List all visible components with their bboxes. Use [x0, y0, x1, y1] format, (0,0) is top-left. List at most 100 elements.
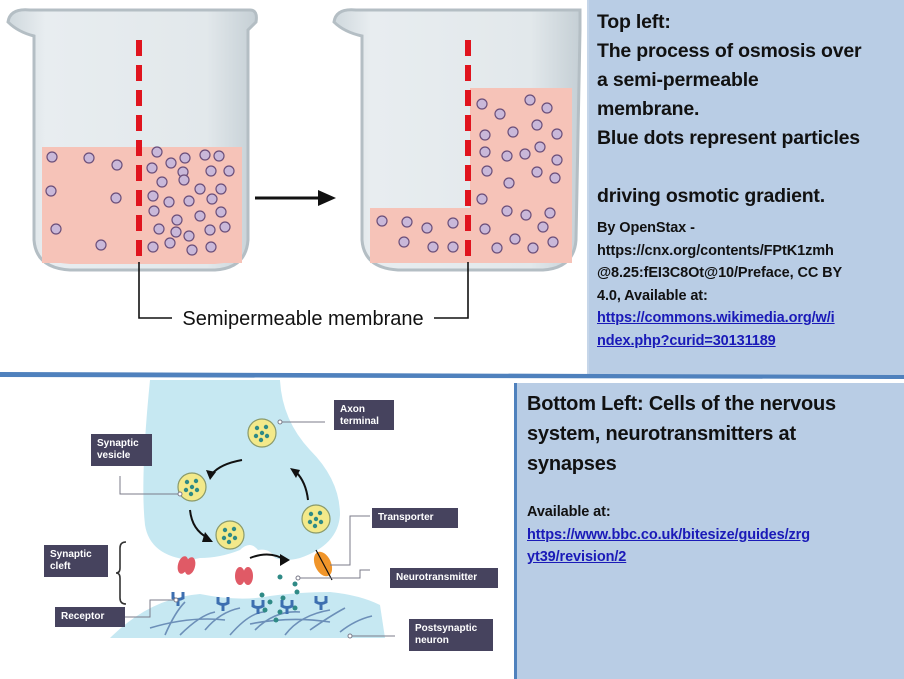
particle [183, 230, 195, 242]
caption-line: Blue dots represent particles [597, 127, 860, 149]
particle [447, 217, 459, 229]
vesicle-dot [221, 535, 227, 541]
particle [376, 215, 388, 227]
bbc-link[interactable]: https://www.bbc.co.uk/bitesize/guides/zr… [527, 524, 894, 569]
dendrite-line [164, 601, 186, 636]
particle [215, 183, 227, 195]
dendrite-line [254, 611, 301, 631]
membrane-callout: Semipermeable membrane [138, 262, 469, 330]
particle [534, 141, 546, 153]
neurotransmitter-dot [277, 574, 283, 580]
membrane-segment [136, 40, 142, 56]
osmosis-diagram: Semipermeable membrane [6, 8, 582, 330]
particle [524, 94, 536, 106]
caption-line: system, neurotransmitters at [527, 423, 796, 445]
neurotransmitter-dot [262, 607, 268, 613]
particle [46, 151, 58, 163]
leader-lines [118, 421, 395, 637]
vesicle-dot [188, 491, 194, 497]
particle [153, 223, 165, 235]
particle [45, 185, 57, 197]
particle [494, 108, 506, 120]
solution-after-left [370, 208, 470, 263]
receptor-icon [314, 596, 328, 610]
particle [531, 119, 543, 131]
particle [111, 159, 123, 171]
neurotransmitter-dot [277, 609, 283, 615]
caption-line: Bottom Left: Cells of the nervous [527, 393, 836, 415]
label-text: Synaptic [97, 438, 139, 449]
label-receptor: Receptor [55, 607, 125, 627]
vesicle-dot [226, 539, 232, 545]
vesicle-dot [227, 532, 233, 538]
particle [447, 241, 459, 253]
particle [194, 183, 206, 195]
membrane-segment [465, 140, 471, 156]
label-text: vesicle [97, 450, 131, 461]
vesicle-dot [232, 535, 238, 541]
membrane-segment [465, 215, 471, 231]
particle [205, 165, 217, 177]
particle [501, 205, 513, 217]
vesicle-dot [264, 433, 270, 439]
membrane-after [465, 40, 471, 256]
link-line[interactable]: https://www.bbc.co.uk/bitesize/guides/zr… [527, 526, 810, 543]
membrane-segment [465, 65, 471, 81]
label-postsynaptic-neuron: Postsynaptic neuron [409, 619, 493, 651]
vesicle-dot [231, 526, 237, 532]
label-text: neuron [415, 635, 449, 646]
particle [156, 176, 168, 188]
vesicle-dot [189, 484, 195, 490]
particle [183, 195, 195, 207]
particle [479, 146, 491, 158]
membrane-segment [136, 115, 142, 131]
link-line[interactable]: yt39/revision/2 [527, 549, 627, 565]
dendrite-line [339, 615, 373, 633]
label-synaptic-vesicle: Synaptic vesicle [91, 434, 152, 466]
membrane-segment [136, 90, 142, 106]
particle [519, 148, 531, 160]
dendrite-line [229, 611, 266, 636]
wikimedia-link[interactable]: https://commons.wikimedia.org/w/i ndex.p… [597, 307, 896, 352]
receptor-icon [216, 597, 230, 611]
membrane-segment [465, 165, 471, 181]
neurotransmitter-dot [267, 599, 273, 605]
receptor-icon [280, 600, 294, 614]
neurotransmitter-dot [292, 605, 298, 611]
vesicle-dot [193, 478, 199, 484]
particle [223, 165, 235, 177]
particles-before [45, 146, 235, 256]
particle [479, 129, 491, 141]
particle [170, 226, 182, 238]
vesicle-dot [194, 487, 200, 493]
top-caption-box: Top left: The process of osmosis over a … [587, 0, 904, 375]
membrane-segment [465, 90, 471, 106]
particle [186, 244, 198, 256]
postsynaptic-neuron-shape [110, 592, 385, 638]
caption-line: Top left: [597, 11, 671, 33]
caption-line: synapses [527, 453, 617, 475]
link-line[interactable]: ndex.php?curid=30131189 [597, 332, 776, 349]
caption-line: driving osmotic gradient. [597, 185, 825, 207]
credit-line: By OpenStax - [597, 220, 695, 236]
label-transporter: Transporter [372, 508, 458, 528]
particle [194, 210, 206, 222]
label-text: Receptor [61, 611, 105, 622]
vesicle-dot [312, 523, 318, 529]
cleft-bracket [115, 541, 127, 605]
label-text: terminal [340, 416, 379, 427]
membrane-segment [136, 240, 142, 256]
particle [398, 236, 410, 248]
particle [541, 102, 553, 114]
vesicle-dot [253, 433, 259, 439]
particle [50, 223, 62, 235]
particle [549, 172, 561, 184]
label-neurotransmitter: Neurotransmitter [390, 568, 498, 588]
particle [164, 237, 176, 249]
label-text: Synaptic [50, 549, 92, 560]
membrane-segment [465, 190, 471, 206]
particle [503, 177, 515, 189]
vesicle-dot [259, 430, 265, 436]
link-line[interactable]: https://commons.wikimedia.org/w/i [597, 310, 835, 326]
vesicle-dot [313, 516, 319, 522]
